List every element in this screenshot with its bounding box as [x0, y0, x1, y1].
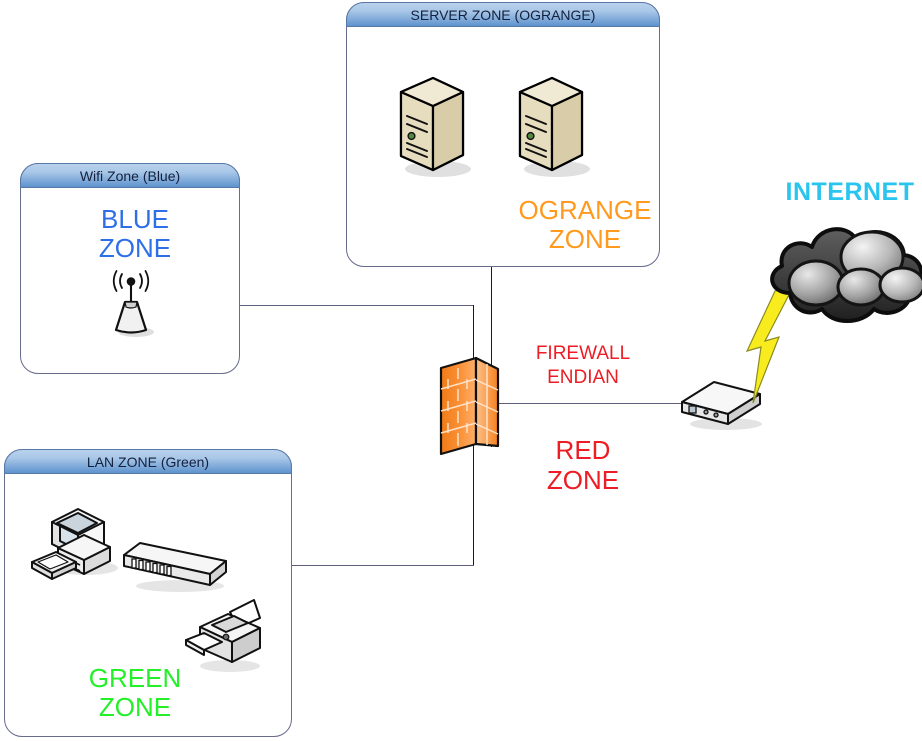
link-lan-horizontal	[192, 565, 474, 566]
zone-title-server: SERVER ZONE (OGRANGE)	[346, 2, 660, 27]
firewall-brick-wall-icon[interactable]	[436, 356, 504, 460]
internet-label: INTERNET	[785, 178, 915, 206]
link-firewall-to-router	[497, 403, 687, 404]
desktop-computer-icon[interactable]	[24, 500, 136, 590]
zone-box-server[interactable]: SERVER ZONE (OGRANGE)	[346, 2, 660, 267]
zone-label-green: GREEN ZONE	[88, 663, 182, 722]
firewall-endian-label: FIREWALL ENDIAN	[535, 343, 631, 388]
zone-label-orange: OGRANGE ZONE	[518, 195, 652, 254]
link-wifi-vertical	[473, 305, 474, 365]
zone-title-wifi: Wifi Zone (Blue)	[20, 163, 240, 188]
zone-label-red: RED ZONE	[546, 435, 620, 495]
zone-box-lan[interactable]: LAN ZONE (Green)	[4, 449, 292, 737]
zone-title-lan: LAN ZONE (Green)	[4, 449, 292, 474]
link-wifi-horizontal	[168, 305, 474, 306]
wireless-access-point-icon[interactable]	[96, 262, 166, 344]
printer-icon[interactable]	[182, 596, 274, 676]
internet-cloud-icon[interactable]	[760, 215, 922, 340]
zone-label-blue: BLUE ZONE	[98, 204, 172, 263]
server-tower-2-icon[interactable]	[505, 70, 597, 180]
link-server-to-firewall	[491, 162, 492, 447]
zone-box-wifi[interactable]: Wifi Zone (Blue)	[20, 163, 240, 374]
lightning-bolt-icon	[745, 286, 795, 404]
modem-router-icon[interactable]	[676, 376, 771, 434]
network-switch-icon[interactable]	[118, 531, 234, 597]
link-lan-vertical	[473, 445, 474, 565]
server-tower-1-icon[interactable]	[386, 70, 478, 180]
